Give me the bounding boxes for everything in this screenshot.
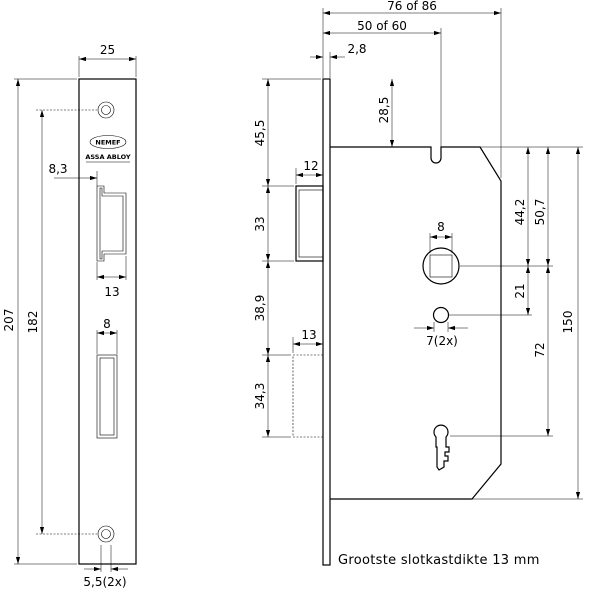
dim-plate-width-text: 25 [100, 43, 115, 57]
logo-brand-text: NEMEF [95, 139, 120, 147]
dim-case-height-text: 150 [561, 311, 575, 334]
logo-group-text: ASSA ABLOY [85, 153, 131, 161]
dim-notch-to-spindle-text: 44,2 [513, 199, 527, 226]
dim-bolt-width: 8 [96, 317, 118, 354]
dim-screw-hole-text: 5,5(2x) [83, 575, 126, 589]
dim-notch-to-spindle: 44,2 [513, 147, 531, 266]
bottom-screw-hole [97, 525, 115, 543]
dim-bolt-height-text: 34,3 [253, 383, 267, 410]
dim-spindle-square: 8 [429, 220, 453, 253]
dim-latch-offset: 8,3 [48, 162, 98, 186]
dim-latch-width: 13 [96, 256, 127, 299]
keyhole [433, 424, 450, 471]
dim-latch-height-text: 33 [253, 216, 267, 231]
dim-spindle-to-key-text: 72 [533, 342, 547, 357]
side-front-plate [322, 78, 331, 566]
dim-top-to-notch-text: 28,5 [377, 97, 391, 124]
dim-latch-height: 33 [253, 186, 271, 261]
dim-bolt-projection: 13 [292, 328, 323, 353]
bolt-opening [96, 354, 118, 439]
latch-opening [96, 185, 127, 262]
dim-screw-hole: 5,5(2x) [83, 545, 128, 589]
dim-latch-to-bolt: 38,9 [253, 261, 271, 355]
dim-spindle-to-key: 72 [533, 266, 551, 436]
dim-total-height-text: 207 [2, 309, 16, 332]
dim-plate-width: 25 [78, 43, 137, 77]
dim-latch-width-text: 13 [104, 285, 119, 299]
dim-total-height: 207 [2, 78, 77, 565]
dim-screw-distance-text: 182 [26, 311, 40, 334]
dim-hole-diameter: 7(2x) [414, 322, 468, 348]
dim-top-to-notch: 28,5 [377, 79, 395, 147]
dim-latch-offset-text: 8,3 [48, 162, 67, 176]
dim-backset-overall-text: 76 of 86 [387, 0, 437, 13]
dim-latch-projection: 12 [295, 159, 323, 184]
lock-case-outline [330, 146, 502, 500]
dim-plate-thickness-text: 2,8 [347, 42, 366, 56]
dim-top-to-latch: 45,5 [253, 79, 271, 186]
dim-top-to-spindle-text: 50,7 [533, 199, 547, 226]
dim-latch-projection-text: 12 [303, 159, 318, 173]
spindle-follower [422, 247, 460, 285]
dim-spindle-square-text: 8 [437, 220, 445, 234]
dim-latch-to-bolt-text: 38,9 [253, 295, 267, 322]
dim-bolt-projection-text: 13 [301, 328, 316, 342]
dim-top-to-spindle: 50,7 [533, 147, 551, 266]
brand-logo: NEMEF ASSA ABLOY [85, 135, 131, 163]
front-plate-view: NEMEF ASSA ABLOY 25 207 [2, 43, 137, 589]
dim-bolt-width-text: 8 [103, 317, 111, 331]
side-view: 76 of 86 50 of 60 2,8 28,5 45,5 [253, 0, 583, 568]
dim-backset-overall: 76 of 86 [322, 0, 502, 178]
case-thickness-note: Grootste slotkastdikte 13 mm [338, 553, 540, 568]
dim-plate-thickness: 2,8 [310, 42, 367, 78]
dim-backset: 50 of 60 [323, 19, 442, 150]
dim-bolt-height: 34,3 [253, 355, 271, 437]
top-screw-hole [97, 101, 115, 119]
dim-top-to-latch-text: 45,5 [253, 120, 267, 147]
dead-bolt [292, 354, 324, 438]
dim-hole-diameter-text: 7(2x) [426, 334, 458, 348]
dim-screw-distance: 182 [26, 109, 97, 535]
dim-case-height: 150 [561, 147, 581, 499]
dim-spindle-to-hole-text: 21 [513, 283, 527, 298]
case-screw-hole [432, 306, 450, 324]
front-plate-outline [78, 78, 137, 565]
dim-backset-text: 50 of 60 [357, 19, 407, 33]
latch-bolt [295, 185, 324, 262]
dim-spindle-to-hole: 21 [513, 266, 531, 315]
